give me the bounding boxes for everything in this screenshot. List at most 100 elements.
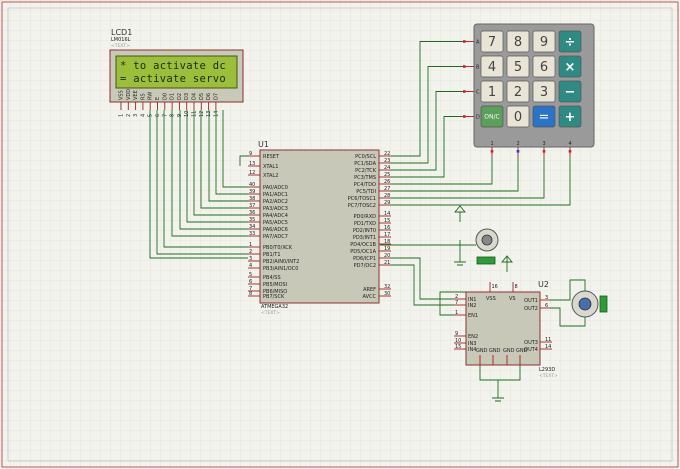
key-cap	[480, 30, 504, 53]
key-9[interactable]: 1	[480, 80, 504, 103]
mcu-pin-number: 37	[249, 203, 255, 209]
lcd-pin-label: D5	[199, 93, 205, 100]
mcu-pin-number: 25	[384, 172, 390, 178]
lcd-pin-number: 8	[170, 114, 176, 117]
key-8[interactable]: ×	[558, 55, 582, 78]
wire-lcd-data	[179, 110, 248, 230]
lcd-text-tag: <TEXT>	[111, 43, 130, 49]
mcu-pin-label: PA0/ADC0	[263, 185, 288, 191]
lcd-line-1: * to activate dc	[120, 60, 226, 72]
mcu-pin-label: PA5/ADC5	[263, 220, 288, 226]
lcd-pin-number: 4	[140, 114, 146, 117]
wire-driver-en1	[439, 291, 466, 316]
lcd-pin-label: D7	[213, 93, 219, 100]
key-cap	[558, 105, 582, 128]
wire-keypad-col	[391, 157, 519, 192]
mcu-pin-label: PD3/INT1	[353, 235, 376, 241]
key-cap	[506, 80, 530, 103]
key-label: ÷	[565, 35, 576, 50]
wire-keypad-row	[391, 41, 462, 157]
key-6[interactable]: 5	[506, 55, 530, 78]
mcu-pin-label: PC0/SCL	[355, 154, 376, 160]
key-5[interactable]: 4	[480, 55, 504, 78]
driver-pin-number: 3	[545, 295, 548, 301]
key-13[interactable]: ON/C	[480, 105, 504, 128]
driver-power-symbol	[501, 255, 513, 263]
mcu-pin-label: PD0/RXD	[354, 214, 377, 220]
keypad-col-label: 2	[517, 141, 520, 147]
servo-power-symbol	[454, 205, 466, 213]
mcu-pin-number: 14	[384, 211, 390, 217]
mcu-pin-number: 13	[249, 161, 255, 167]
mcu-pin-label: PC5/TDI	[356, 189, 376, 195]
motor-wire-out2	[550, 307, 586, 327]
mcu-pin-number: 39	[249, 189, 255, 195]
lcd-pin-label: D4	[192, 93, 198, 100]
keypad-col-label: 1	[491, 141, 494, 147]
key-cap	[480, 55, 504, 78]
driver-pin-number: 11	[545, 337, 551, 343]
driver-pin-label: GND	[516, 348, 528, 354]
key-cap	[532, 80, 556, 103]
keypad-row-label: B	[476, 65, 480, 71]
mcu-pin-label: PA6/ADC6	[263, 227, 288, 233]
key-2[interactable]: 8	[506, 30, 530, 53]
mcu-pin-number: 6	[249, 279, 252, 285]
wire-lcd-rs	[149, 110, 248, 259]
mcu-pin-number: 15	[384, 218, 390, 224]
key-16[interactable]: +	[558, 105, 582, 128]
driver-pin-number: 9	[455, 331, 458, 337]
key-label: +	[565, 110, 576, 125]
servo-shaft	[481, 234, 493, 246]
mcu-pin-number: 29	[384, 200, 390, 206]
key-7[interactable]: 6	[532, 55, 556, 78]
driver-text-tag: <TEXT>	[539, 373, 558, 379]
key-1[interactable]: 7	[480, 30, 504, 53]
driver-pin-label: VSS	[486, 296, 496, 302]
mcu-pin-number: 26	[384, 179, 390, 185]
lcd-pin-number: 11	[192, 111, 198, 117]
l293d-driver[interactable]: U2 L293D <TEXT> IN12IN27EN11EN29IN310IN4…	[454, 280, 558, 379]
mcu-body	[259, 149, 380, 304]
lcd-pin-label: D6	[206, 93, 212, 100]
mcu-pin-label: PB1/T1	[263, 252, 281, 258]
mcu-pin-label: PB0/T0/XCK	[263, 245, 293, 251]
key-11[interactable]: 3	[532, 80, 556, 103]
key-label: 4	[488, 60, 496, 75]
key-cap	[558, 80, 582, 103]
mcu-pin-number: 16	[384, 225, 390, 231]
key-14[interactable]: 0	[506, 105, 530, 128]
mcu-pin-number: 4	[249, 263, 252, 269]
driver-pin-label: OUT2	[524, 306, 538, 312]
atmega32-microcontroller[interactable]: U1 ATMEGA32 <TEXT> RESET9XTAL113XTAL212P…	[248, 140, 391, 316]
mcu-pins: RESET9XTAL113XTAL212PA0/ADC040PA1/ADC139…	[248, 151, 391, 300]
mcu-pin-label: PD2/INT0	[353, 228, 376, 234]
lcd-display[interactable]: LCD1 LM016L <TEXT> * to activate dc = ac…	[109, 28, 244, 117]
wire-driver-in1	[391, 257, 454, 300]
driver-pin-number: 7	[455, 300, 458, 306]
mcu-pin-number: 1	[249, 242, 252, 248]
lcd-pin-number: 3	[133, 114, 139, 117]
key-12[interactable]: −	[558, 80, 582, 103]
key-3[interactable]: 9	[532, 30, 556, 53]
lcd-pin-number: 6	[155, 114, 161, 117]
driver-pin-label: OUT4	[524, 347, 538, 353]
lcd-screen	[115, 55, 238, 89]
wire-keypad-row	[391, 66, 462, 164]
key-10[interactable]: 2	[506, 80, 530, 103]
driver-pin-label: IN1	[468, 297, 476, 303]
key-15[interactable]: =	[532, 105, 556, 128]
mcu-pin-label: PB4/SS	[263, 275, 281, 281]
keypad-col-label: 3	[543, 141, 546, 147]
mcu-pin-number: 23	[384, 158, 390, 164]
servo-motor[interactable]	[380, 205, 513, 272]
dc-motor[interactable]	[550, 279, 608, 327]
mcu-pin-number: 38	[249, 196, 255, 202]
mcu-pin-label: PC4/TDO	[354, 182, 376, 188]
key-4[interactable]: ÷	[558, 30, 582, 53]
